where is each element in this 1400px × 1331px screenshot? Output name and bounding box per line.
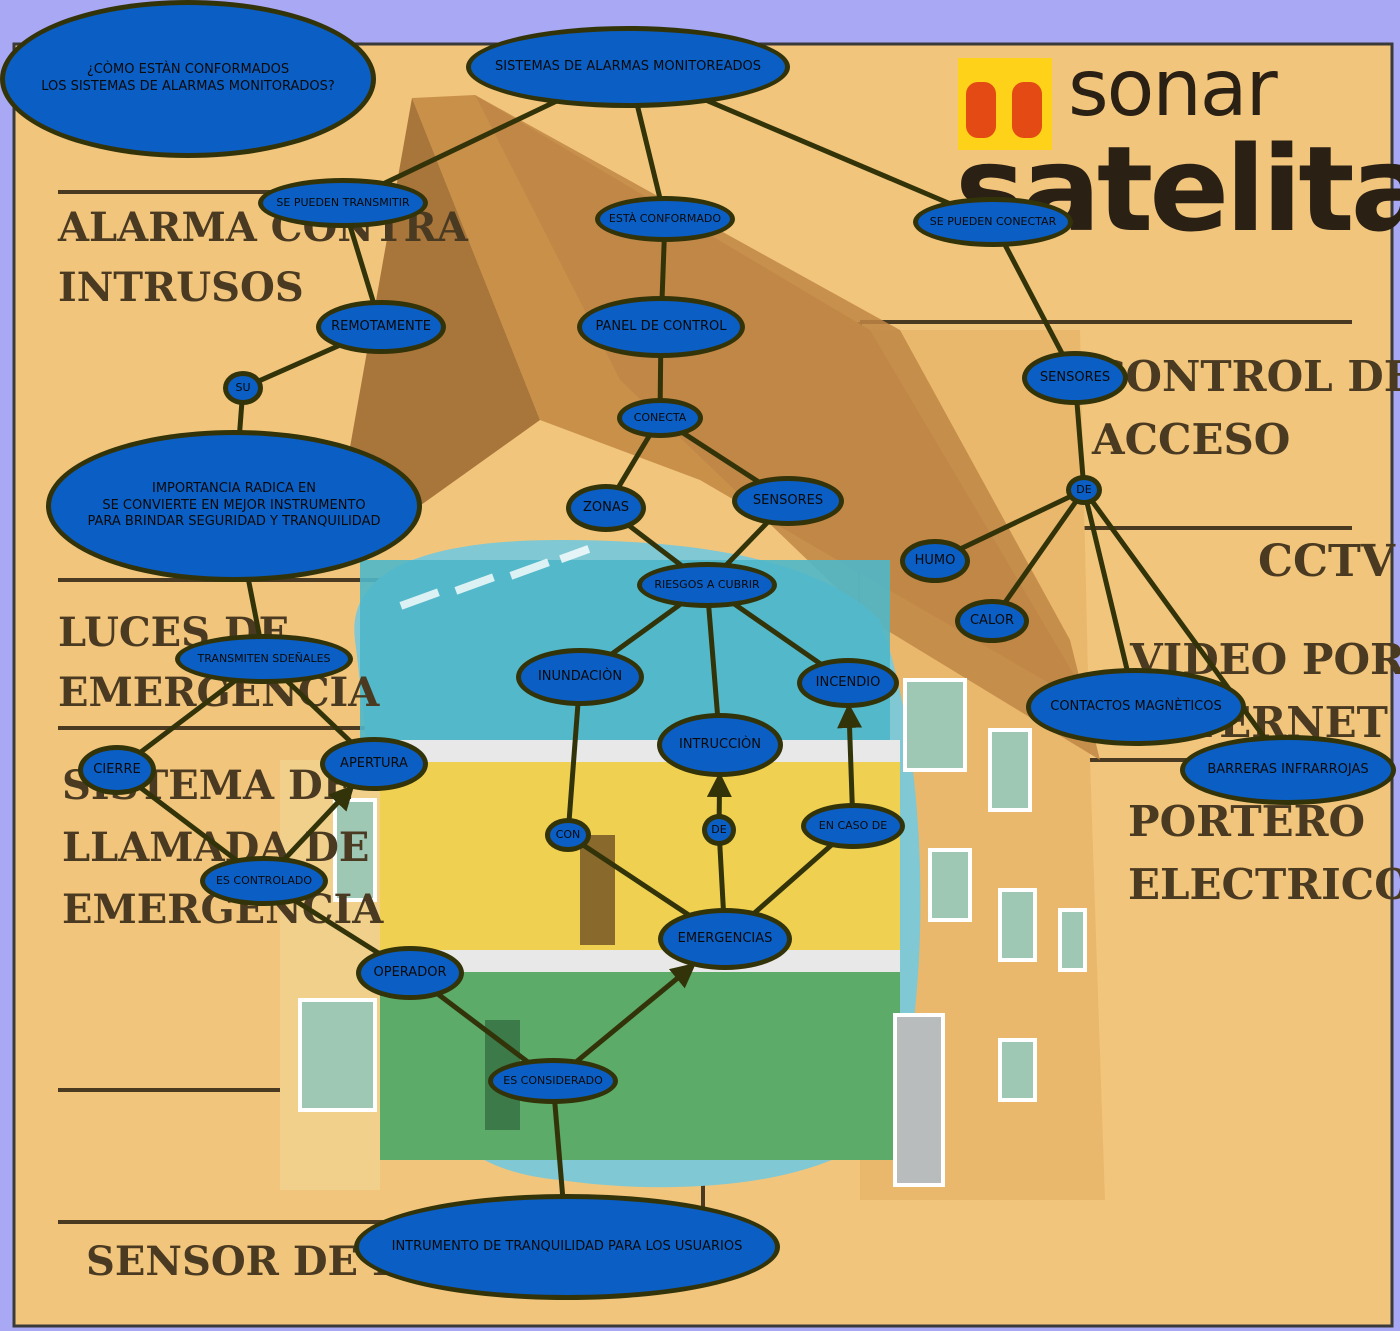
node-riesgos[interactable]: RIESGOS A CUBRIR xyxy=(637,562,777,608)
node-operador[interactable]: OPERADOR xyxy=(356,946,464,1000)
node-root[interactable]: SISTEMAS DE ALARMAS MONITOREADOS xyxy=(466,26,790,108)
node-apertura[interactable]: APERTURA xyxy=(320,737,428,791)
node-es-controlado[interactable]: ES CONTROLADO xyxy=(200,856,328,906)
node-question[interactable]: ¿CÒMO ESTÀN CONFORMADOS LOS SISTEMAS DE … xyxy=(0,0,376,158)
node-es-considerado[interactable]: ES CONSIDERADO xyxy=(488,1058,618,1104)
node-esta-conformado[interactable]: ESTÀ CONFORMADO xyxy=(595,196,735,242)
node-barreras-infrarrojas[interactable]: BARRERAS INFRARROJAS xyxy=(1180,735,1396,805)
node-zonas[interactable]: ZONAS xyxy=(566,484,646,532)
node-contactos-magneticos[interactable]: CONTACTOS MAGNÈTICOS xyxy=(1026,668,1246,746)
node-importancia[interactable]: IMPORTANCIA RADICA EN SE CONVIERTE EN ME… xyxy=(46,430,422,582)
logo-sonar-text: sonar xyxy=(1068,44,1278,134)
connector-de_right-calor xyxy=(989,488,1087,623)
node-incendio[interactable]: INCENDIO xyxy=(797,658,899,708)
connector-de_right-barreras xyxy=(1081,488,1291,772)
node-en-caso-de[interactable]: EN CASO DE xyxy=(801,803,905,849)
node-con[interactable]: CON xyxy=(545,818,591,852)
node-conecta[interactable]: CONECTA xyxy=(617,398,703,438)
node-humo[interactable]: HUMO xyxy=(900,539,970,583)
node-emergencias[interactable]: EMERGENCIAS xyxy=(658,908,792,970)
node-calor[interactable]: CALOR xyxy=(955,599,1029,643)
node-instrumento[interactable]: INTRUMENTO DE TRANQUILIDAD PARA LOS USUA… xyxy=(354,1194,780,1300)
node-cierre[interactable]: CIERRE xyxy=(78,745,156,795)
node-transmiten[interactable]: TRANSMITEN SDEÑALES xyxy=(175,634,353,684)
node-remotamente[interactable]: REMOTAMENTE xyxy=(316,300,446,354)
node-panel-de-control[interactable]: PANEL DE CONTROL xyxy=(577,296,745,358)
node-intruccion[interactable]: INTRUCCIÒN xyxy=(657,713,783,777)
node-sensores-mid[interactable]: SENSORES xyxy=(732,476,844,526)
label-control-acceso: CONTROL DE ACCESO xyxy=(1092,352,1400,464)
node-de-right[interactable]: DE xyxy=(1066,475,1102,505)
node-sensores-right[interactable]: SENSORES xyxy=(1022,351,1128,405)
node-se-pueden-conectar[interactable]: SE PUEDEN CONECTAR xyxy=(913,197,1073,247)
node-su[interactable]: SU xyxy=(223,371,263,405)
label-portero-electrico: PORTERO ELECTRICO xyxy=(1128,797,1400,909)
node-se-pueden-transmitir[interactable]: SE PUEDEN TRANSMITIR xyxy=(258,178,428,228)
node-inundacion[interactable]: INUNDACIÒN xyxy=(516,648,644,706)
label-cctv: CCTV xyxy=(1258,536,1395,587)
node-de-mid[interactable]: DE xyxy=(702,814,736,846)
